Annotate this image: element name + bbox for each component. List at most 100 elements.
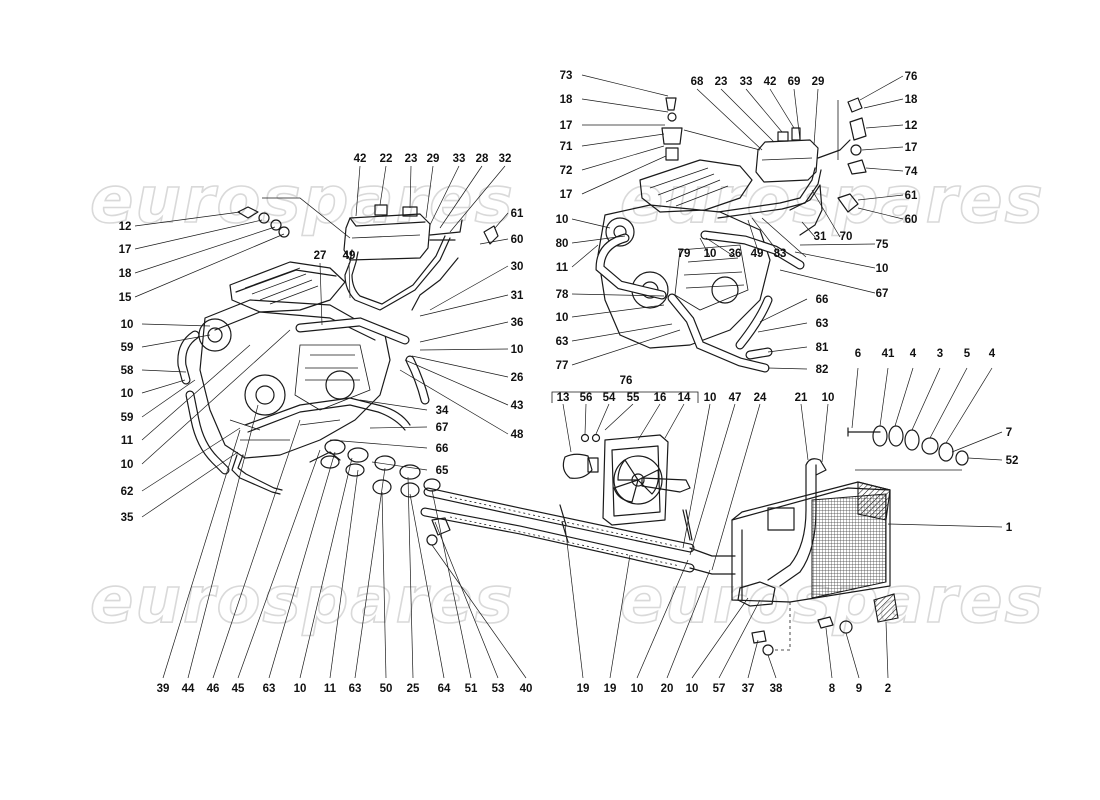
callout-75: 75	[876, 239, 889, 251]
callout-9: 9	[856, 683, 862, 695]
callout-10: 10	[556, 312, 569, 324]
callout-10: 10	[121, 319, 134, 331]
left-engine-block	[198, 261, 391, 459]
callout-10: 10	[121, 388, 134, 400]
callout-41: 41	[882, 348, 895, 360]
radiator-mount-parts	[847, 425, 969, 471]
callout-53: 53	[492, 683, 505, 695]
callout-63: 63	[263, 683, 276, 695]
callout-11: 11	[324, 683, 337, 695]
callout-65: 65	[436, 465, 449, 477]
callout-33: 33	[453, 153, 466, 165]
callout-1: 1	[1006, 522, 1013, 534]
callout-48: 48	[511, 429, 524, 441]
callout-27: 27	[314, 250, 327, 262]
callout-80: 80	[556, 238, 569, 250]
callout-20: 20	[661, 683, 674, 695]
callout-10: 10	[704, 248, 717, 260]
callout-10: 10	[822, 392, 835, 404]
callout-61: 61	[511, 208, 524, 220]
callout-59: 59	[121, 342, 134, 354]
callout-60: 60	[511, 234, 524, 246]
callout-12: 12	[905, 120, 918, 132]
callout-47: 47	[729, 392, 742, 404]
watermark-text: eurospares	[90, 164, 515, 238]
callout-73: 73	[560, 70, 573, 82]
callout-51: 51	[465, 683, 478, 695]
callout-36: 36	[511, 317, 524, 329]
callout-4: 4	[989, 348, 996, 360]
callout-11: 11	[121, 435, 134, 447]
callout-11: 11	[556, 262, 569, 274]
callout-79: 79	[678, 248, 691, 260]
callout-33: 33	[740, 76, 753, 88]
callout-10: 10	[631, 683, 644, 695]
leader-lines	[134, 74, 1003, 679]
callout-40: 40	[520, 683, 533, 695]
callout-19: 19	[577, 683, 590, 695]
callout-66: 66	[436, 443, 449, 455]
callout-67: 67	[876, 288, 889, 300]
callout-31: 31	[511, 290, 524, 302]
callout-29: 29	[427, 153, 440, 165]
callout-18: 18	[119, 268, 132, 280]
callout-13: 13	[557, 392, 570, 404]
callout-60: 60	[905, 214, 918, 226]
callout-70: 70	[840, 231, 853, 243]
callout-74: 74	[905, 166, 918, 178]
radiator-pipes	[420, 487, 736, 575]
fan-assembly	[551, 391, 699, 526]
callout-72: 72	[560, 165, 573, 177]
callout-68: 68	[691, 76, 704, 88]
radiator-assembly	[731, 458, 899, 656]
callout-23: 23	[715, 76, 728, 88]
callout-49: 49	[343, 250, 356, 262]
callout-37: 37	[742, 683, 755, 695]
callout-2: 2	[885, 683, 891, 695]
callout-71: 71	[560, 141, 573, 153]
callout-50: 50	[380, 683, 393, 695]
callout-17: 17	[560, 120, 573, 132]
callout-6: 6	[855, 348, 861, 360]
callout-12: 12	[119, 221, 132, 233]
callout-66: 66	[816, 294, 829, 306]
watermark-text: eurospares	[90, 564, 515, 638]
callout-63: 63	[556, 336, 569, 348]
callout-77: 77	[556, 360, 569, 372]
callout-7: 7	[1006, 427, 1012, 439]
callout-31: 31	[814, 231, 827, 243]
callout-36: 36	[729, 248, 742, 260]
callout-5: 5	[964, 348, 971, 360]
left-hoses	[177, 235, 459, 495]
callout-18: 18	[560, 94, 573, 106]
callout-52: 52	[1006, 455, 1019, 467]
callout-10: 10	[511, 344, 524, 356]
callout-10: 10	[876, 263, 889, 275]
right-expansion-tank	[661, 97, 867, 213]
callout-58: 58	[121, 365, 134, 377]
callout-46: 46	[207, 683, 220, 695]
callout-24: 24	[754, 392, 767, 404]
callout-4: 4	[910, 348, 917, 360]
callout-layer: 12 17 18 15 42 22 23 29 33 28 32 61 60 2…	[119, 70, 1019, 695]
callout-63: 63	[816, 318, 829, 330]
callout-54: 54	[603, 392, 616, 404]
callout-10: 10	[121, 459, 134, 471]
callout-8: 8	[829, 683, 836, 695]
callout-14: 14	[678, 392, 691, 404]
callout-76: 76	[905, 71, 918, 83]
callout-32: 32	[499, 153, 512, 165]
callout-30: 30	[511, 261, 524, 273]
right-hoses	[595, 167, 823, 373]
left-expansion-tank	[237, 197, 499, 261]
callout-42: 42	[354, 153, 367, 165]
callout-62: 62	[121, 486, 134, 498]
callout-17: 17	[119, 244, 132, 256]
callout-25: 25	[407, 683, 420, 695]
callout-83: 83	[774, 248, 787, 260]
callout-76: 76	[620, 375, 633, 387]
callout-34: 34	[436, 405, 449, 417]
callout-56: 56	[580, 392, 593, 404]
